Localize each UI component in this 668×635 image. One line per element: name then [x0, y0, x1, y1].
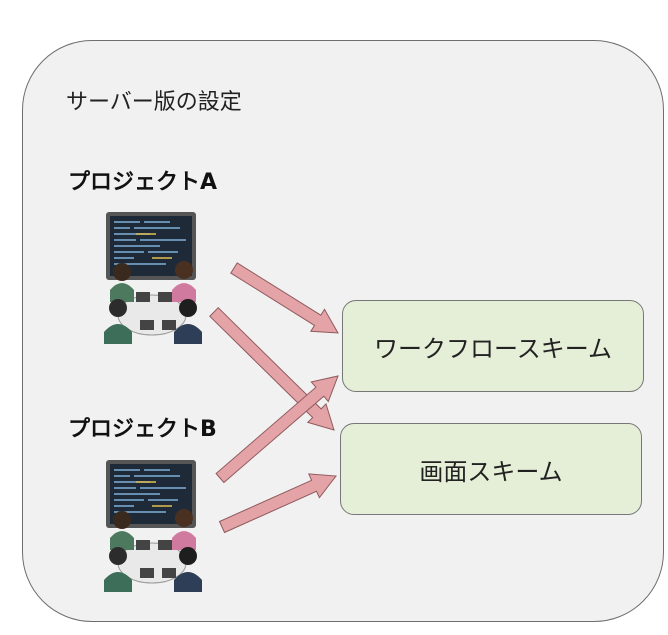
project-a-label: プロジェクトA	[68, 170, 218, 195]
project-b-label: プロジェクトB	[68, 417, 217, 442]
arrow-b-to-workflow	[215, 375, 339, 484]
team-at-computer-icon	[104, 212, 202, 344]
screen-scheme-box: 画面スキーム	[340, 423, 642, 515]
workflow-scheme-box: ワークフロースキーム	[342, 300, 644, 392]
container-title: サーバー版の設定	[66, 90, 242, 115]
arrow-a-to-workflow	[230, 262, 339, 334]
arrow-b-to-screen	[218, 473, 337, 534]
team-at-computer-icon	[104, 460, 202, 592]
